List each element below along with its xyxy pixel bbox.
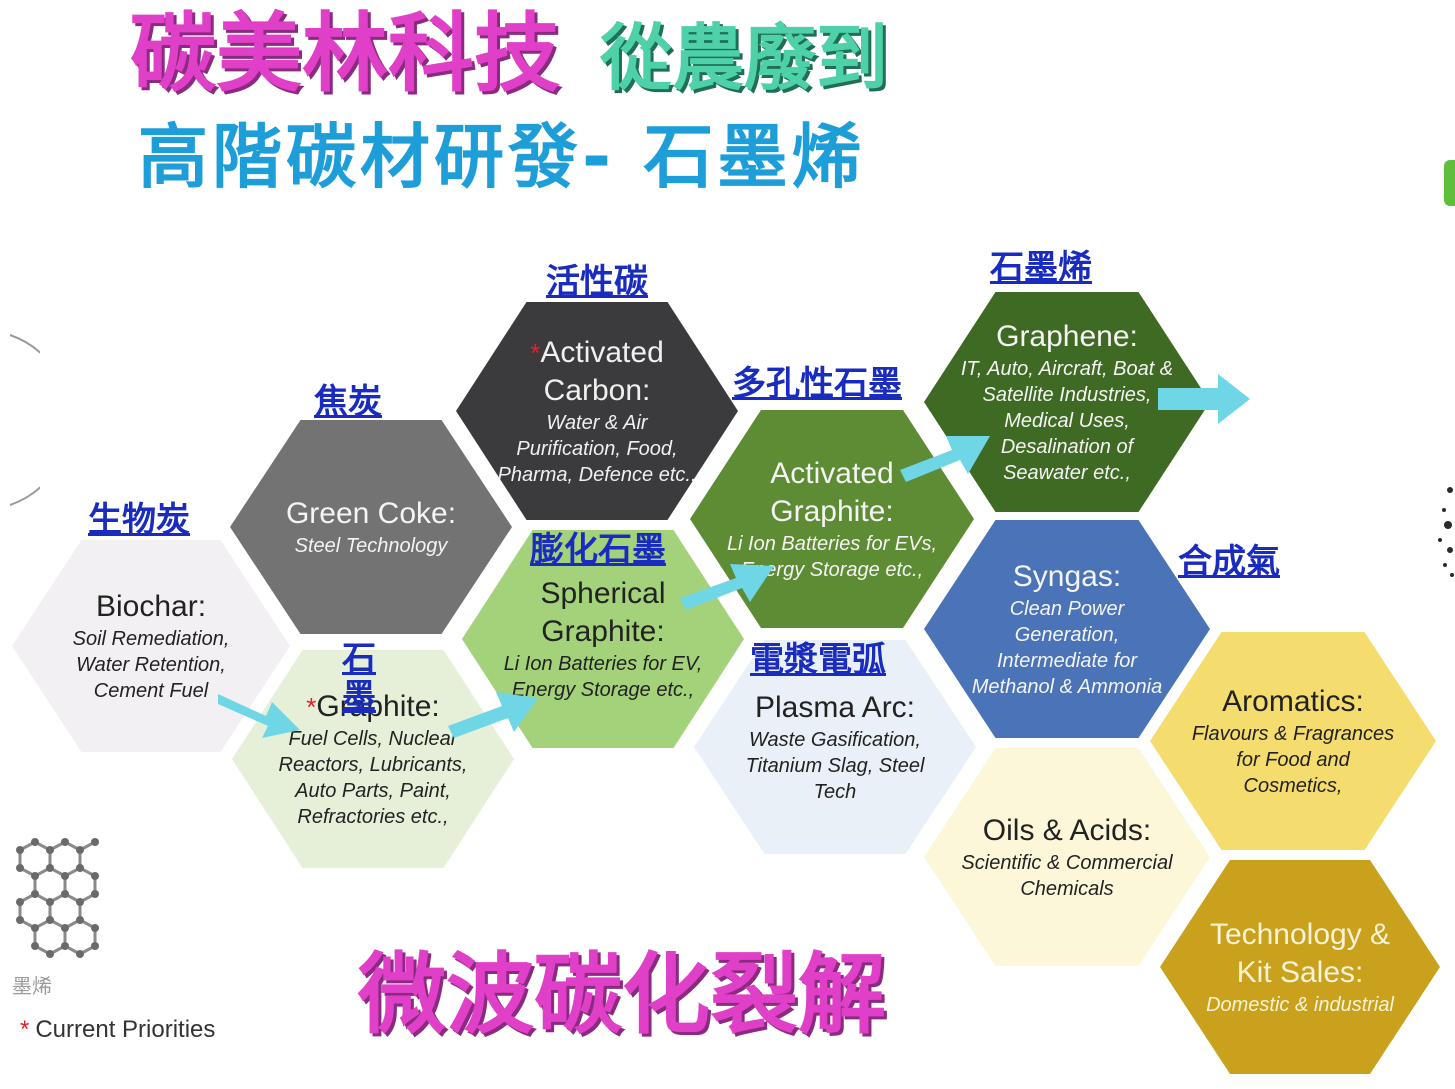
hex-green-coke-name: Green Coke: xyxy=(285,497,457,530)
hex-graphene-desc: IT, Auto, Aircraft, Boat & Satellite Ind… xyxy=(960,358,1174,484)
label-activated-carbon: 活性碳 xyxy=(546,262,648,302)
hex-aromatics-name: Aromatics: xyxy=(1222,685,1364,718)
hex-aromatics: Aromatics: Flavours & Fragrances for Foo… xyxy=(1150,632,1436,850)
hex-syngas-desc: Clean Power Generation, Intermediate for… xyxy=(971,598,1163,698)
legend-current-priorities: *Current Priorities xyxy=(20,1016,215,1044)
legend-text: Current Priorities xyxy=(35,1016,216,1043)
hex-graphite-title: Graphite: xyxy=(316,690,440,723)
title-line-1: 碳美林科技從農廢到 xyxy=(130,4,888,104)
hex-activated-carbon-desc: Water & Air Purification, Food, Pharma, … xyxy=(497,412,697,486)
arrow-graphene-onward xyxy=(1158,374,1250,424)
hex-biochar-desc: Soil Remediation, Water Retention, Cemen… xyxy=(72,628,230,702)
label-porous-graphite: 多孔性石墨 xyxy=(732,364,902,404)
hex-green-coke-desc: Steel Technology xyxy=(294,535,448,557)
hex-activated-graphite-name: Activated Graphite: xyxy=(770,457,894,528)
hex-spherical-graphite-name: Spherical Graphite: xyxy=(540,577,666,648)
hex-activated-carbon-title: Activated Carbon: xyxy=(540,336,664,407)
hex-oils-acids: Oils & Acids: Scientific & Commercial Ch… xyxy=(924,748,1210,966)
hex-oils-acids-name: Oils & Acids: xyxy=(982,814,1152,847)
hex-plasma-arc: Plasma Arc: Waste Gasification, Titanium… xyxy=(694,640,976,854)
hex-activated-graphite-desc: Li Ion Batteries for EVs, Energy Storage… xyxy=(726,533,938,581)
hex-syngas-name: Syngas: xyxy=(1012,560,1122,593)
hex-aromatics-desc: Flavours & Fragrances for Food and Cosme… xyxy=(1191,723,1395,797)
arrow-biochar-to-graphite xyxy=(218,694,300,738)
hex-oils-acids-desc: Scientific & Commercial Chemicals xyxy=(961,852,1173,900)
label-graphite: 石墨 xyxy=(342,639,376,717)
hex-activated-carbon-name: *Activated Carbon: xyxy=(492,334,702,410)
hex-graphite-name: *Graphite: xyxy=(306,688,440,726)
priority-star: * xyxy=(530,338,541,368)
hex-biochar-name: Biochar: xyxy=(95,590,207,623)
hex-technology-desc: Domestic & industrial xyxy=(1206,994,1394,1016)
label-expanded-graphite: 膨化石墨 xyxy=(530,530,666,570)
title-line-2: 高階碳材研發- 石墨烯 xyxy=(138,116,866,198)
arrow-activated-graphite-to-graphene xyxy=(900,436,990,482)
hex-plasma-arc-name: Plasma Arc: xyxy=(754,691,916,724)
legend-star: * xyxy=(20,1016,30,1043)
hex-spherical-graphite-desc: Li Ion Batteries for EV, Energy Storage … xyxy=(503,653,703,701)
hex-technology-name: Technology & Kit Sales: xyxy=(1209,918,1391,989)
hex-activated-carbon: *Activated Carbon: Water & Air Purificat… xyxy=(456,302,738,520)
edge-particle-cluster xyxy=(1438,487,1454,577)
label-graphene: 石墨烯 xyxy=(990,248,1092,288)
hex-syngas: Syngas: Clean Power Generation, Intermed… xyxy=(924,520,1210,738)
hex-technology: Technology & Kit Sales: Domestic & indus… xyxy=(1160,860,1440,1074)
label-syngas: 合成氣 xyxy=(1178,542,1280,582)
title-company: 碳美林科技 xyxy=(130,4,560,104)
label-plasma: 電漿電弧 xyxy=(750,640,886,680)
hex-green-coke: Green Coke: Steel Technology xyxy=(230,420,512,634)
label-biochar: 生物炭 xyxy=(88,500,190,540)
bottom-title: 微波碳化裂解 xyxy=(358,943,887,1046)
molecule-caption: 墨烯 xyxy=(12,974,52,998)
hex-graphene-name: Graphene: xyxy=(996,320,1138,353)
title-subtitle-green: 從農廢到 xyxy=(600,16,889,100)
priority-star: * xyxy=(306,692,317,722)
label-coke: 焦炭 xyxy=(314,382,382,422)
arrow-spherical-to-activated-graphite xyxy=(680,564,774,610)
partial-circle-decoration xyxy=(9,334,40,506)
edge-green-mark xyxy=(1444,160,1455,206)
arrow-graphite-to-spherical xyxy=(448,692,538,738)
graphene-molecule-icon xyxy=(16,838,99,958)
hex-graphite-desc: Fuel Cells, Nuclear Reactors, Lubricants… xyxy=(278,728,468,828)
hex-plasma-arc-desc: Waste Gasification, Titanium Slag, Steel… xyxy=(745,729,925,803)
